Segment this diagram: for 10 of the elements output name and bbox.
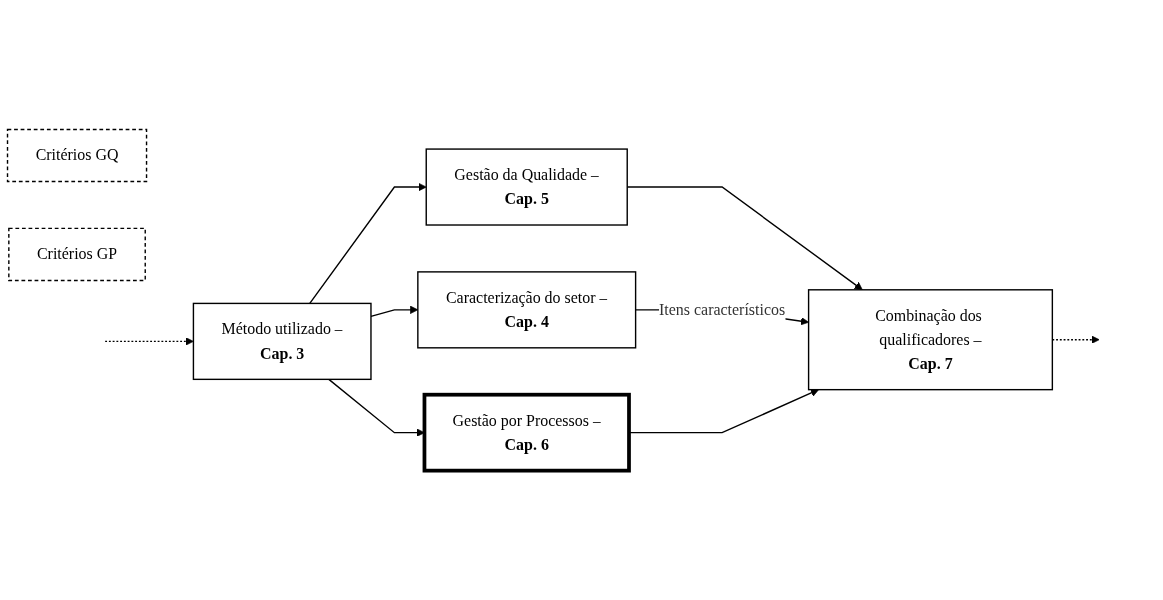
node-box: Método utilizado – Cap. 3 <box>192 302 372 380</box>
node-box: Gestão por Processos – Cap. 6 <box>422 392 631 473</box>
node-box: Gestão da Qualidade – Cap. 5 <box>425 148 628 226</box>
arrow <box>309 182 427 305</box>
arrow <box>104 337 194 346</box>
edge-label: Itens característicos <box>659 300 786 319</box>
node-box: Critérios GP <box>8 227 146 282</box>
node-box: Critérios GQ <box>6 128 148 183</box>
node-box: Combinação dos qualificadores – Cap. 7 <box>807 289 1054 391</box>
node-box: Caracterização do setor – Cap. 4 <box>417 271 637 349</box>
